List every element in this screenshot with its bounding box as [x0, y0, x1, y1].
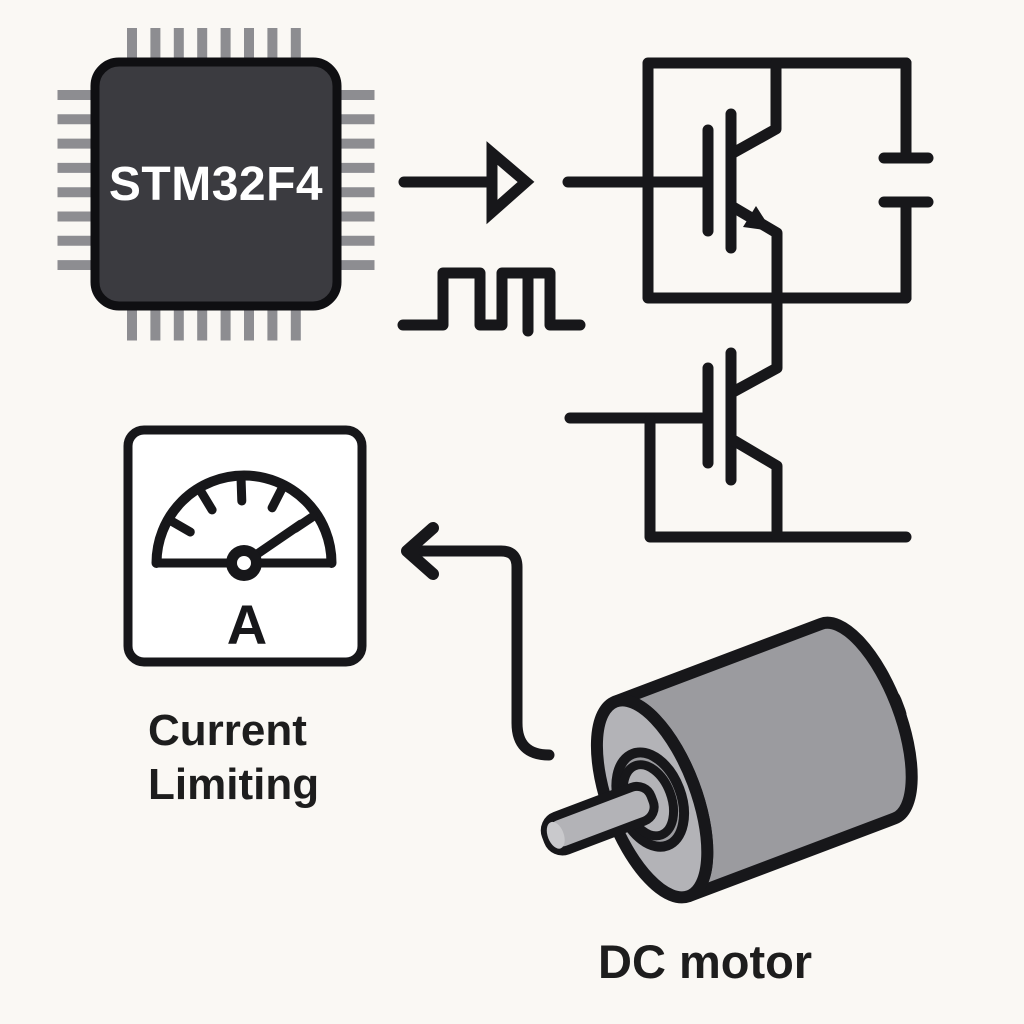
gauge-arc	[151, 470, 337, 568]
gauge-tick	[167, 517, 195, 537]
transistor-bottom-icon	[564, 347, 912, 543]
pwm-waveform-icon	[397, 267, 586, 337]
gauge-knob-hole	[237, 556, 251, 570]
gauge-tick	[267, 484, 287, 513]
lower-loop-rails	[644, 414, 912, 543]
motor-shaft-cap	[546, 821, 565, 849]
capacitor-icon	[878, 152, 934, 208]
caption-line-2: Limiting	[148, 759, 320, 809]
dc-motor-icon	[540, 616, 918, 904]
caption-line-1: Current	[148, 706, 307, 755]
ammeter-icon	[123, 425, 367, 667]
transistor-top-icon	[562, 57, 783, 398]
emitter-bottom	[727, 434, 783, 543]
collector-top	[727, 57, 782, 159]
stm32-chip-icon	[57, 28, 375, 341]
pwm-trace	[397, 267, 586, 331]
current-limiting-caption: Current Limiting	[148, 704, 319, 811]
emitter-arrow-icon	[743, 206, 772, 231]
chip-body	[90, 57, 342, 311]
motor-shaft	[540, 781, 659, 856]
half-bridge-circuit	[562, 57, 934, 543]
signal-arrow-icon	[398, 141, 535, 225]
ammeter-unit-label: A	[226, 593, 268, 656]
feedback-arrow-head	[401, 522, 439, 580]
dc-motor-label: DC motor	[598, 935, 813, 988]
gauge-tick	[236, 475, 247, 506]
gauge-tick	[196, 487, 217, 515]
signal-arrow-head	[486, 141, 535, 225]
feedback-arrow-line	[410, 545, 555, 761]
feedback-arrow-icon	[401, 522, 555, 761]
chip-label: STM32F4	[108, 157, 324, 211]
